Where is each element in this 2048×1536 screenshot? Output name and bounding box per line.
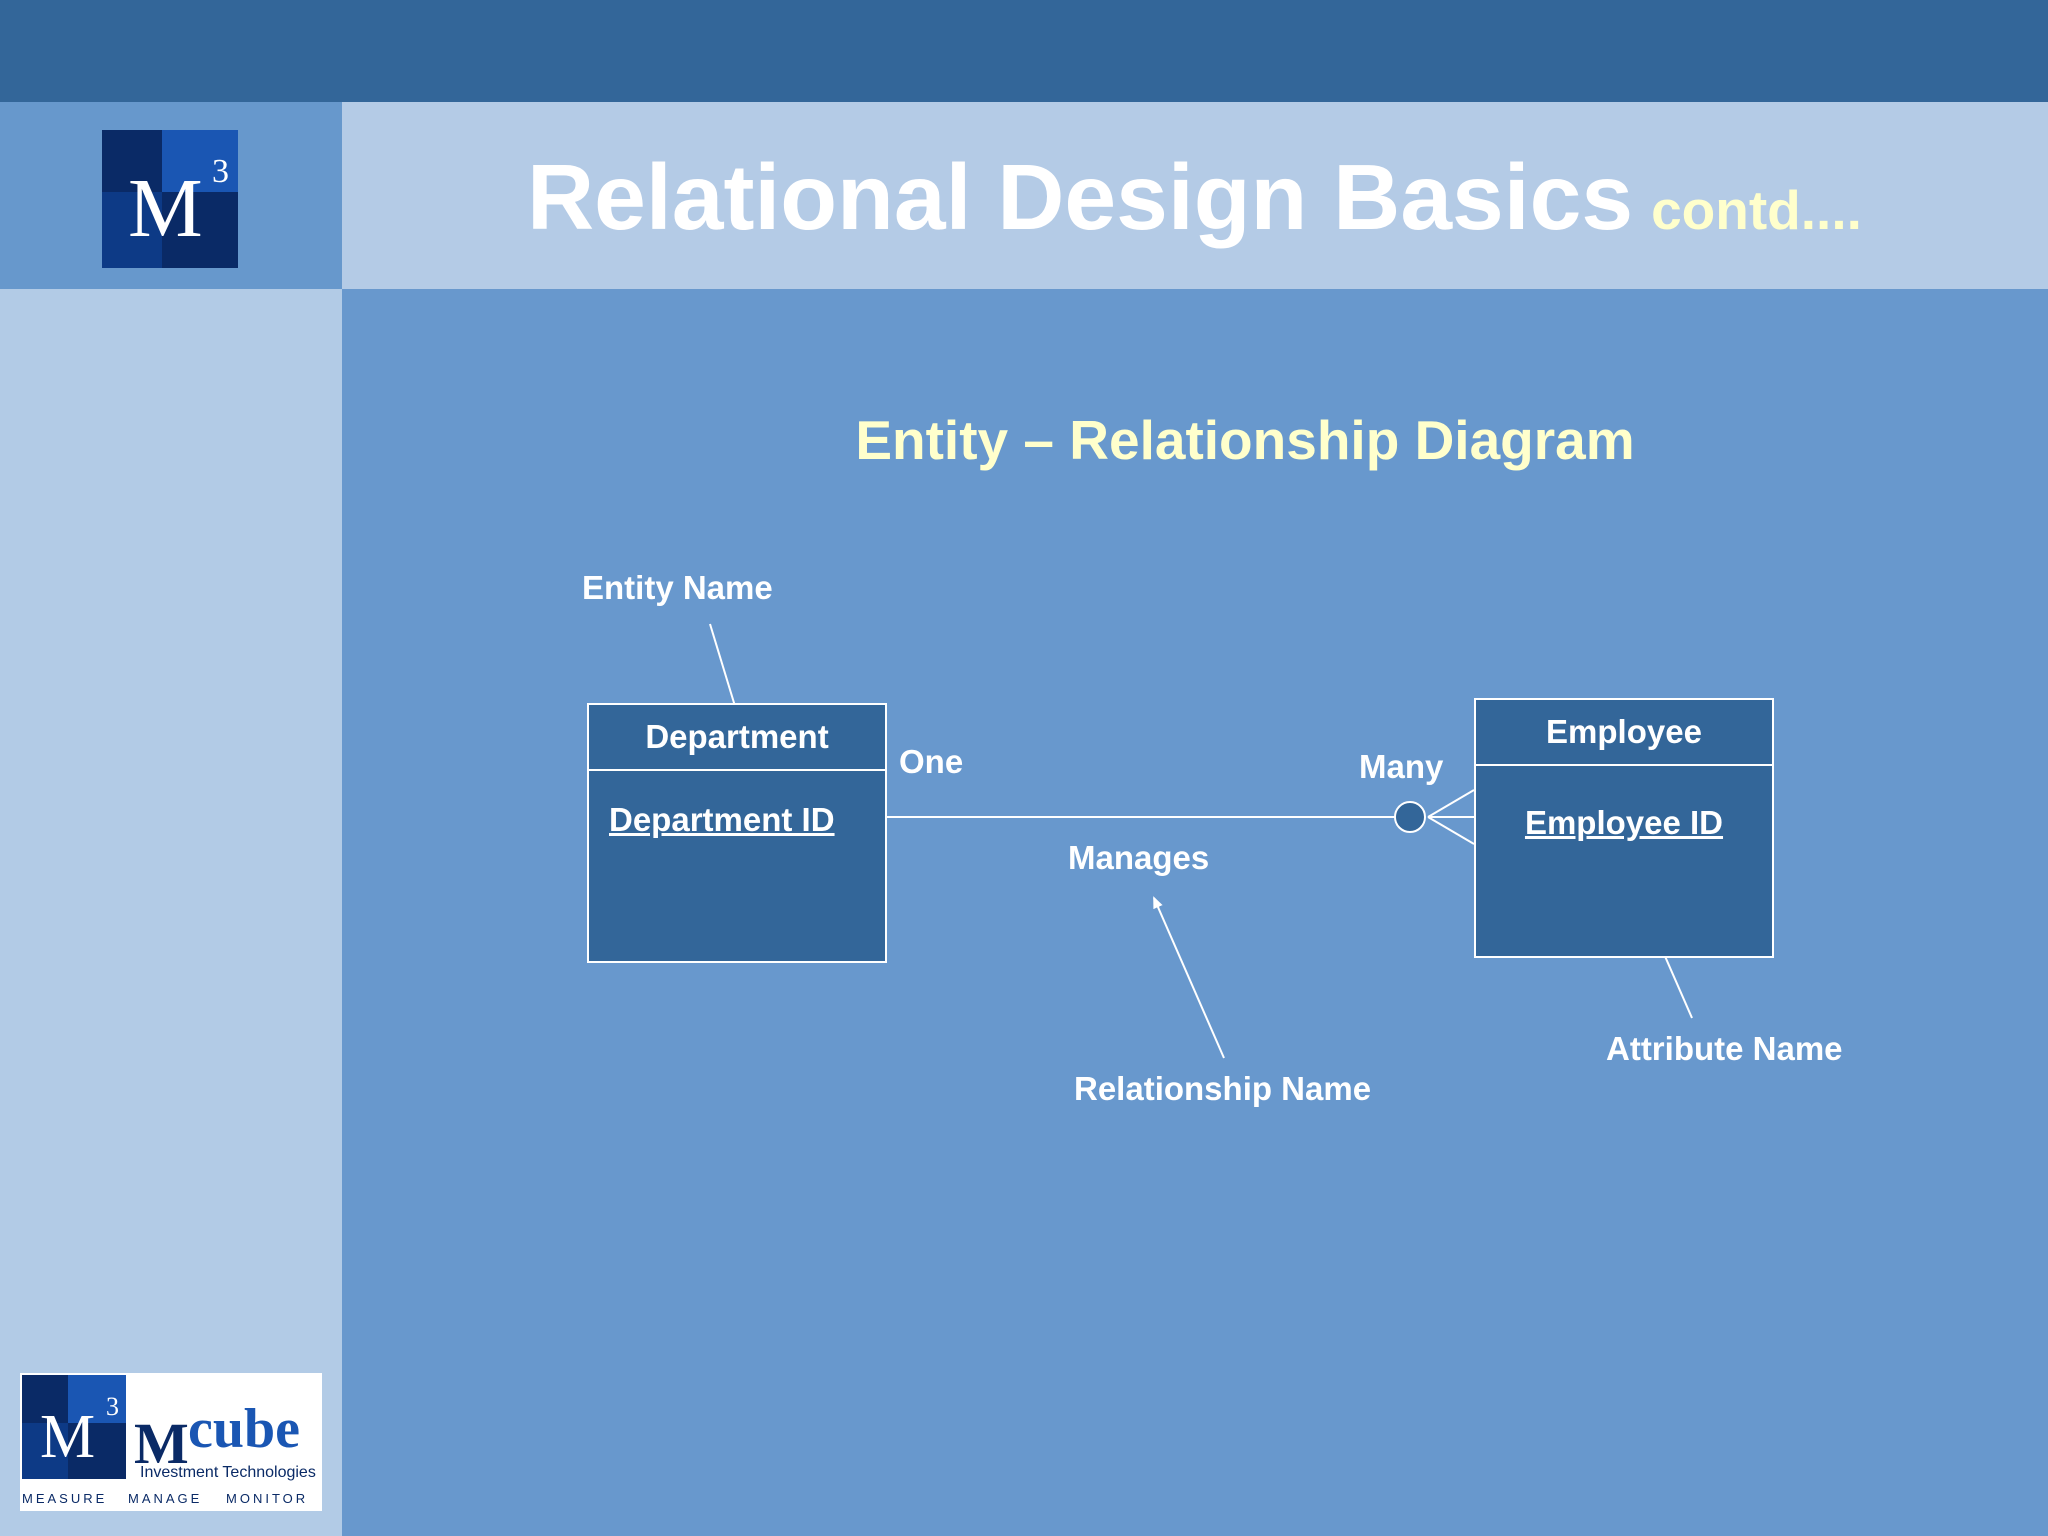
mcube-m3-superscript: 3 bbox=[106, 1392, 119, 1421]
mcube-motto-manage: Manage bbox=[128, 1491, 202, 1506]
entity-employee-attribute: Employee ID bbox=[1524, 804, 1724, 841]
mcube-m3-letter: M bbox=[40, 1403, 95, 1471]
mcube-brand-m: M bbox=[134, 1411, 189, 1476]
entity-department[interactable]: Department Department ID bbox=[587, 703, 887, 963]
crows-foot-lower bbox=[1427, 816, 1475, 845]
relationship-name-arrow bbox=[1153, 896, 1225, 1059]
top-bar bbox=[0, 0, 2048, 102]
entity-department-name: Department bbox=[589, 705, 885, 771]
mcube-tagline: Investment Technologies bbox=[140, 1464, 316, 1481]
optional-circle bbox=[1394, 801, 1426, 833]
attribute-name-callout: Attribute Name bbox=[1606, 1030, 1843, 1067]
cardinality-many: Many bbox=[1359, 748, 1444, 785]
mcube-brand-cube: cube bbox=[188, 1398, 300, 1460]
cardinality-one: One bbox=[899, 743, 964, 780]
crows-foot-upper bbox=[1427, 789, 1475, 818]
slide-title-suffix: contd.... bbox=[1651, 179, 1862, 241]
entity-employee[interactable]: Employee Employee ID bbox=[1474, 698, 1774, 958]
mcube-motto-monitor: Monitor bbox=[226, 1491, 308, 1506]
entity-name-arrow bbox=[709, 623, 740, 718]
m3-logo: M 3 bbox=[102, 130, 238, 268]
mcube-motto-measure: Measure bbox=[22, 1491, 107, 1506]
diagram-title: Entity – Relationship Diagram bbox=[855, 409, 1635, 471]
slide-title: Relational Design Basics contd.... bbox=[527, 142, 1862, 265]
entity-department-attribute: Department ID bbox=[609, 801, 835, 838]
relationship-name-callout: Relationship Name bbox=[1074, 1070, 1372, 1107]
m3-logo-letter: M bbox=[128, 162, 203, 255]
slide-title-main: Relational Design Basics bbox=[527, 145, 1634, 249]
mcube-logo: M 3 M cube Investment Technologies Measu… bbox=[20, 1373, 322, 1511]
title-band bbox=[342, 102, 2048, 289]
entity-employee-name: Employee bbox=[1476, 700, 1772, 766]
relationship-label: Manages bbox=[1068, 839, 1210, 876]
entity-name-callout: Entity Name bbox=[582, 569, 773, 606]
left-sidebar bbox=[0, 102, 342, 1536]
m3-logo-superscript: 3 bbox=[212, 153, 229, 190]
